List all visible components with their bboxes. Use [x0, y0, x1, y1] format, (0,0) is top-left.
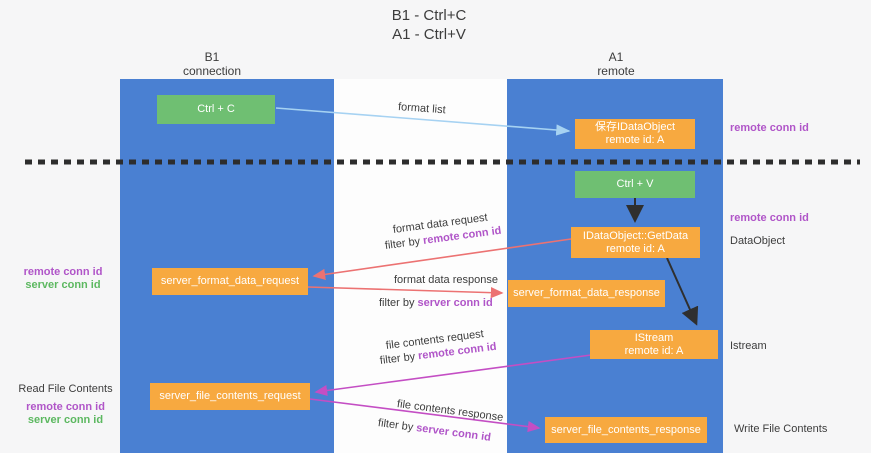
file-contents-response-arrow — [309, 398, 541, 433]
ctrl-v-label: Ctrl + V — [616, 178, 654, 190]
server-format-data-response-box: server_format_data_response — [508, 280, 665, 307]
remote-conn-id-label-bottom-left: remote conn id — [26, 401, 105, 413]
read-file-contents-label: Read File Contents — [18, 383, 113, 395]
a1-name: A1 — [608, 50, 624, 64]
server-file-contents-request-label: server_file_contents_request — [159, 390, 301, 402]
server-file-contents-request-box: server_file_contents_request — [150, 383, 310, 410]
dataobject-label: DataObject — [730, 235, 786, 247]
title-line-2: A1 - Ctrl+V — [392, 26, 466, 43]
b1-name: B1 — [204, 50, 220, 64]
server-format-data-request-label: server_format_data_request — [160, 275, 300, 287]
file-contents-request-arrow — [314, 354, 592, 397]
remote-conn-id-label-mid-right: remote conn id — [730, 212, 809, 224]
middle-lane — [334, 79, 507, 453]
title-line-1: B1 - Ctrl+C — [391, 7, 467, 24]
save-dataobject-box: 保存IDataObject remote id: A — [575, 119, 695, 149]
b1-role: connection — [182, 64, 242, 78]
ctrl-c-label: Ctrl + C — [197, 103, 235, 115]
save-dataobject-line2: remote id: A — [605, 134, 665, 146]
istream-box: IStream remote id: A — [590, 330, 718, 359]
left-mid-conn-ids: remote conn id server conn id — [13, 266, 113, 292]
ctrl-c-box: Ctrl + C — [157, 95, 275, 124]
filter-by-server-conn-id-label-1: filter by server conn id — [379, 297, 493, 310]
a1-column-header: A1 remote — [566, 50, 666, 78]
format-data-response-arrow — [307, 286, 504, 299]
bottom-strip — [0, 453, 871, 467]
server-format-data-request-box: server_format_data_request — [152, 268, 308, 295]
server-file-contents-response-box: server_file_contents_response — [545, 417, 707, 443]
istream-line1: IStream — [634, 331, 674, 344]
server-format-data-response-label: server_format_data_response — [513, 287, 660, 299]
remote-conn-id-label-mid-left: remote conn id — [23, 266, 103, 278]
format-data-request-arrow — [312, 238, 572, 280]
filter-by-text: filter by — [379, 297, 418, 309]
write-file-contents-label: Write File Contents — [734, 423, 828, 435]
format-list-arrow — [275, 107, 571, 136]
server-conn-id-text: server conn id — [417, 297, 493, 309]
save-dataobject-line1: 保存IDataObject — [594, 121, 676, 133]
b1-column-header: B1 connection — [162, 50, 262, 78]
ctrl-v-box: Ctrl + V — [575, 171, 695, 198]
format-data-response-label: format data response — [394, 274, 498, 286]
server-conn-id-label-mid-left: server conn id — [25, 279, 101, 291]
diagram-title: B1 - Ctrl+C A1 - Ctrl+V — [329, 6, 529, 44]
getdata-line1: IDataObject::GetData — [582, 229, 689, 242]
left-bottom-conn-ids: remote conn id server conn id — [13, 401, 118, 427]
server-file-contents-response-label: server_file_contents_response — [551, 423, 701, 436]
remote-conn-id-label-top-right: remote conn id — [730, 122, 809, 134]
a1-role: remote — [597, 64, 635, 78]
istream-side-label: Istream — [730, 340, 767, 352]
getdata-line2: remote id: A — [606, 242, 665, 255]
istream-line2: remote id: A — [624, 344, 684, 357]
server-conn-id-label-bottom-left: server conn id — [27, 414, 104, 426]
getdata-to-istream-arrow — [666, 257, 699, 326]
getdata-box: IDataObject::GetData remote id: A — [571, 227, 700, 258]
